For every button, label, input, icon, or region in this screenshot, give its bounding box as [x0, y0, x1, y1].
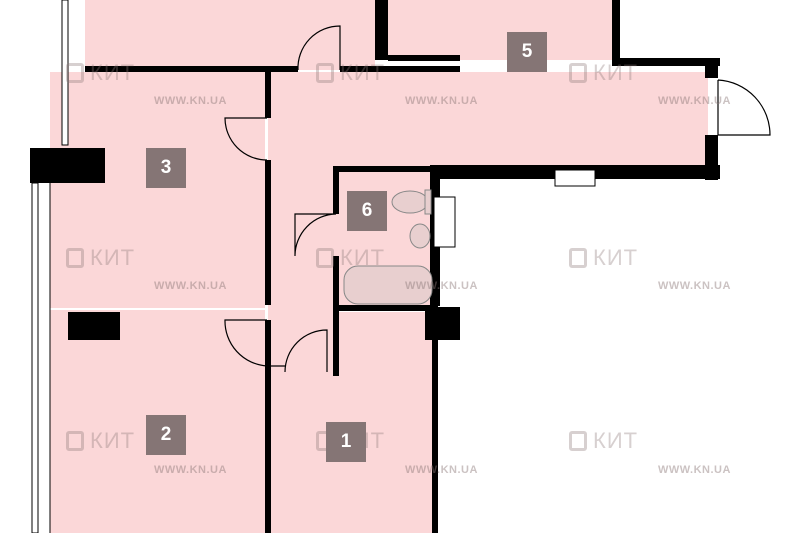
- logo-icon: [569, 248, 587, 268]
- logo-icon: [316, 63, 334, 83]
- watermark-logo: КИТ: [316, 245, 385, 271]
- hall-fill: [268, 72, 708, 167]
- watermark-url: WWW.KN.UA: [658, 280, 731, 292]
- room-label-1[interactable]: 1: [326, 422, 366, 462]
- watermark-url: WWW.KN.UA: [658, 95, 731, 107]
- watermark-url: WWW.KN.UA: [405, 280, 478, 292]
- room-label-2[interactable]: 2: [146, 415, 186, 455]
- logo-icon: [316, 248, 334, 268]
- logo-icon: [66, 431, 84, 451]
- room-label-5[interactable]: 5: [507, 32, 547, 72]
- fixtures: [343, 169, 596, 305]
- watermark-url: WWW.KN.UA: [154, 280, 227, 292]
- watermark-logo: КИТ: [569, 428, 638, 454]
- watermark-logo: КИТ: [316, 60, 385, 86]
- watermark-url: WWW.KN.UA: [405, 464, 478, 476]
- logo-icon: [66, 63, 84, 83]
- room-3-fill: [50, 72, 265, 308]
- room-4-fill: [85, 0, 375, 70]
- logo-icon: [569, 431, 587, 451]
- watermark-logo: КИТ: [569, 245, 638, 271]
- room-5-fill: [388, 0, 612, 60]
- watermark-logo: КИТ: [66, 428, 135, 454]
- watermark-logo: КИТ: [66, 60, 135, 86]
- room-label-3[interactable]: 3: [146, 148, 186, 188]
- watermark-url: WWW.KN.UA: [154, 464, 227, 476]
- watermark-url: WWW.KN.UA: [405, 95, 478, 107]
- doors: [224, 25, 771, 373]
- watermark-url: WWW.KN.UA: [658, 464, 731, 476]
- logo-icon: [569, 63, 587, 83]
- watermark-url: WWW.KN.UA: [154, 95, 227, 107]
- watermark-logo: КИТ: [569, 60, 638, 86]
- room-label-6[interactable]: 6: [347, 191, 387, 231]
- watermark-logo: КИТ: [66, 245, 135, 271]
- logo-icon: [66, 248, 84, 268]
